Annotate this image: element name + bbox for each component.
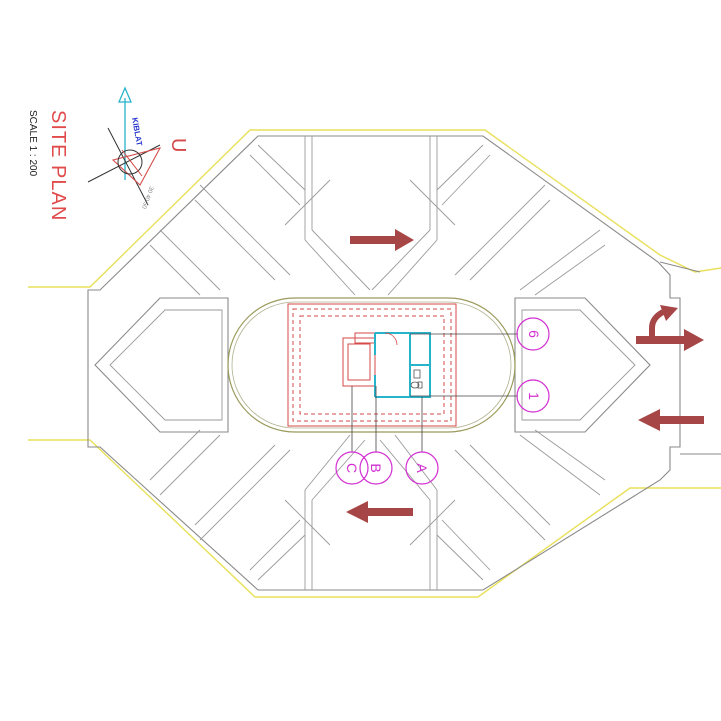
grid-marker-1: 1 xyxy=(516,379,550,413)
site-plan-title: SITE PLAN xyxy=(47,110,69,221)
road-diagonals-lower xyxy=(149,429,606,590)
grid-lines xyxy=(351,333,518,452)
grid-marker-6-label: 6 xyxy=(526,330,542,338)
side-parking-zones xyxy=(94,297,651,433)
grid-marker-c: C xyxy=(335,451,369,485)
building-plot xyxy=(287,303,457,427)
title-block: SITE PLAN SCALE 1 : 200 xyxy=(27,110,69,221)
turn-arrow-icon xyxy=(636,305,704,351)
north-arrow-icon xyxy=(118,86,132,103)
kiblat-label: KIBLAT xyxy=(130,117,144,147)
traffic-arrow-icon xyxy=(638,409,704,431)
grid-marker-b-label: B xyxy=(368,463,384,472)
grid-marker-b: B xyxy=(359,451,393,485)
grid-marker-a-label: A xyxy=(414,463,430,473)
central-island xyxy=(227,297,516,433)
road-outline xyxy=(87,135,721,591)
site-boundary xyxy=(28,129,721,598)
compass-icon: KIBLAT U 30 40 50 xyxy=(87,86,189,210)
grid-marker-1-label: 1 xyxy=(526,392,542,400)
grid-marker-c-label: C xyxy=(344,463,360,473)
building-walls xyxy=(374,332,431,398)
scale-label: SCALE 1 : 200 xyxy=(27,110,38,177)
north-letter: U xyxy=(167,138,189,152)
road-diagonals-upper xyxy=(149,136,606,296)
grid-marker-a: A xyxy=(405,451,439,485)
traffic-arrow-icon xyxy=(346,501,413,523)
toilet-icon xyxy=(410,381,423,389)
grid-marker-6: 6 xyxy=(516,317,550,351)
compass-marks: 30 40 50 xyxy=(140,185,154,210)
traffic-arrow-icon xyxy=(350,229,414,251)
